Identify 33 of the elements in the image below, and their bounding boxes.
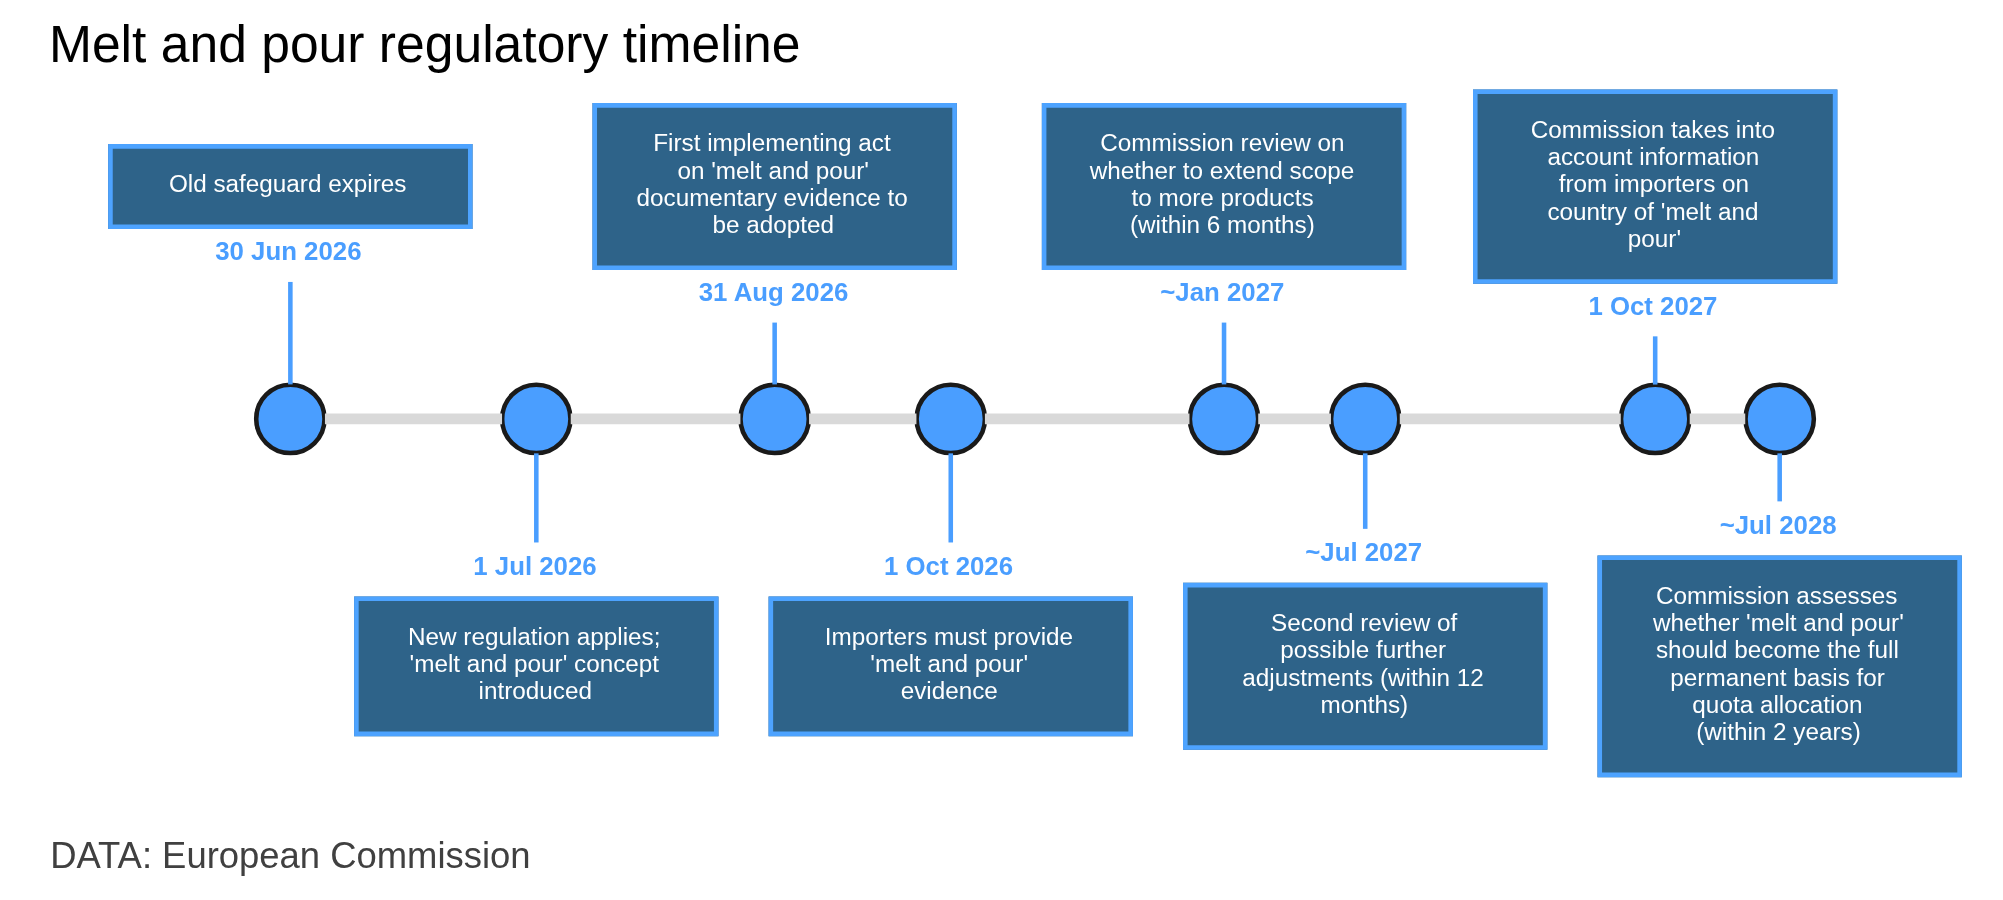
node-circle: [1618, 382, 1692, 456]
node-label: ~Jan 2027: [1159, 278, 1284, 307]
node-label: 1 Jul 2026: [472, 551, 597, 580]
diagram-title: Melt and pour regulatory timeline: [48, 14, 801, 73]
connector: [533, 453, 539, 543]
connector: [1776, 453, 1782, 502]
node-label: ~Jul 2027: [1304, 537, 1422, 566]
node-label: 1 Oct 2027: [1587, 292, 1717, 321]
connector: [324, 413, 502, 425]
node-circle: [253, 382, 327, 456]
node-label: ~Jul 2028: [1719, 510, 1837, 539]
connector: [1399, 413, 1621, 425]
connector: [771, 322, 777, 385]
connector: [1221, 322, 1226, 385]
node-circle: [1742, 382, 1816, 456]
node-label: 30 Jun 2026: [214, 237, 361, 266]
connector: [1689, 413, 1745, 425]
node-label: 1 Oct 2026: [883, 551, 1013, 580]
connector: [1362, 453, 1367, 529]
node-circle: [1328, 382, 1402, 456]
node-circle: [1187, 382, 1260, 456]
connector: [1652, 336, 1657, 385]
connector: [1257, 413, 1331, 425]
node-circle: [913, 382, 987, 456]
node-circle: [499, 382, 573, 456]
connector: [808, 413, 916, 425]
connector: [984, 413, 1189, 425]
connector: [570, 413, 740, 425]
connector: [287, 281, 293, 385]
node-label: 31 Aug 2026: [698, 278, 848, 307]
node-circle: [737, 382, 811, 456]
connector: [948, 453, 953, 543]
caption: DATA: European Commission: [49, 834, 531, 876]
